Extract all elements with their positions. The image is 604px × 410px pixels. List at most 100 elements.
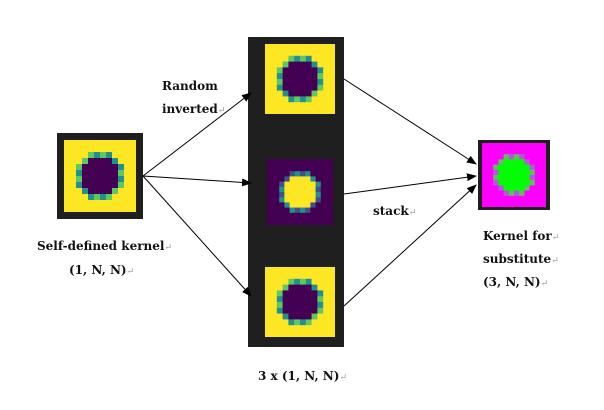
kernel-pixel bbox=[289, 171, 296, 177]
kernel-pixel bbox=[118, 194, 125, 201]
kernel-pixel bbox=[282, 273, 289, 280]
kernel-pixel bbox=[323, 313, 330, 320]
kernel-pixel bbox=[305, 186, 311, 193]
kernel-pixel bbox=[112, 188, 119, 195]
kernel-pixel bbox=[305, 102, 312, 109]
kernel-pixel bbox=[305, 319, 312, 326]
kernel-pixel bbox=[274, 197, 280, 203]
kernel-pixel bbox=[282, 50, 289, 57]
kernel-pixel bbox=[284, 212, 290, 219]
kernel-pixel bbox=[305, 212, 311, 219]
kernel-pixel bbox=[508, 164, 515, 171]
kernel-pixel bbox=[271, 290, 278, 297]
kernel-pixel bbox=[300, 192, 306, 198]
kernel-pixel bbox=[315, 207, 322, 214]
kernel-pixel bbox=[310, 212, 316, 219]
kernel-pixel bbox=[519, 149, 525, 155]
kernel-pixel bbox=[305, 55, 312, 62]
kernel-pixel bbox=[311, 313, 318, 320]
kernel-pixel bbox=[82, 158, 89, 165]
stack-kernel-3-image bbox=[264, 266, 336, 338]
kernel-pixel bbox=[508, 185, 515, 191]
kernel-pixel bbox=[498, 154, 504, 160]
kernel-pixel bbox=[274, 207, 280, 214]
kernel-pixel bbox=[503, 190, 510, 197]
kernel-pixel bbox=[70, 170, 77, 177]
kernel-pixel bbox=[493, 195, 499, 202]
kernel-pixel bbox=[274, 212, 280, 219]
kernel-pixel bbox=[315, 202, 322, 208]
kernel-pixel bbox=[276, 79, 283, 86]
kernel-pixel bbox=[276, 278, 283, 285]
kernel-pixel bbox=[534, 195, 541, 202]
kernel-pixel bbox=[311, 50, 318, 57]
kernel-pixel bbox=[493, 169, 499, 176]
kernel-pixel bbox=[106, 164, 113, 171]
kernel-pixel bbox=[534, 190, 541, 197]
kernel-pixel bbox=[76, 176, 83, 183]
kernel-pixel bbox=[315, 197, 322, 203]
kernel-pixel bbox=[276, 67, 283, 74]
kernel-pixel bbox=[94, 152, 101, 159]
kernel-pixel bbox=[94, 194, 101, 201]
kernel-pixel bbox=[524, 190, 530, 197]
kernel-pixel bbox=[70, 152, 77, 159]
kernel-pixel bbox=[317, 325, 324, 332]
kernel-pixel bbox=[498, 164, 504, 171]
kernel-pixel bbox=[508, 149, 515, 155]
kernel-pixel bbox=[488, 159, 494, 165]
kernel-pixel bbox=[320, 166, 327, 172]
kernel-pixel bbox=[323, 290, 330, 297]
kernel-pixel bbox=[300, 284, 307, 291]
kernel-pixel bbox=[88, 146, 95, 153]
kernel-pixel bbox=[514, 175, 520, 181]
kernel-pixel bbox=[100, 176, 107, 183]
kernel-pixel bbox=[94, 170, 101, 177]
kernel-pixel bbox=[311, 73, 318, 80]
kernel-pixel bbox=[70, 194, 77, 201]
kernel-pixel bbox=[118, 200, 125, 207]
kernel-pixel bbox=[118, 164, 125, 171]
kernel-pixel bbox=[289, 192, 296, 198]
kernel-pixel bbox=[508, 190, 515, 197]
kernel-pixel bbox=[100, 194, 107, 201]
kernel-pixel bbox=[294, 84, 301, 91]
kernel-pixel bbox=[274, 166, 280, 172]
kernel-pixel bbox=[94, 176, 101, 183]
kernel-pixel bbox=[294, 79, 301, 86]
kernel-pixel bbox=[320, 197, 327, 203]
kernel-pixel bbox=[88, 188, 95, 195]
kernel-pixel bbox=[311, 273, 318, 280]
kernel-pixel bbox=[100, 188, 107, 195]
kernel-pixel bbox=[498, 159, 504, 165]
kernel-pixel bbox=[317, 284, 324, 291]
kernel-pixel bbox=[305, 171, 311, 177]
kernel-pixel bbox=[524, 159, 530, 165]
kernel-pixel bbox=[323, 84, 330, 91]
kernel-pixel bbox=[310, 207, 316, 214]
kernel-pixel bbox=[305, 290, 312, 297]
kernel-pixel bbox=[503, 169, 510, 176]
kernel-pixel bbox=[488, 185, 494, 191]
kernel-pixel bbox=[288, 302, 295, 309]
inverted-label: inverted↵ bbox=[162, 102, 226, 116]
kernel-pixel bbox=[82, 194, 89, 201]
kernel-pixel bbox=[315, 192, 322, 198]
kernel-pixel bbox=[317, 313, 324, 320]
kernel-pixel bbox=[124, 194, 131, 201]
substitute-label: substitute↵ bbox=[483, 252, 559, 266]
kernel-pixel bbox=[524, 164, 530, 171]
self-defined-kernel-image bbox=[57, 133, 143, 219]
kernel-pixel bbox=[508, 169, 515, 176]
kernel-pixel bbox=[311, 284, 318, 291]
kernel-pixel bbox=[284, 192, 290, 198]
kernel-pixel bbox=[288, 61, 295, 68]
kernel-pixel bbox=[294, 166, 301, 172]
kernel-pixel bbox=[514, 154, 520, 160]
kernel-pixel bbox=[300, 67, 307, 74]
kernel-pixel bbox=[279, 192, 285, 198]
kernel-pixel bbox=[294, 171, 301, 177]
kernel-pixel bbox=[315, 181, 322, 188]
kernel-pixel bbox=[279, 166, 285, 172]
